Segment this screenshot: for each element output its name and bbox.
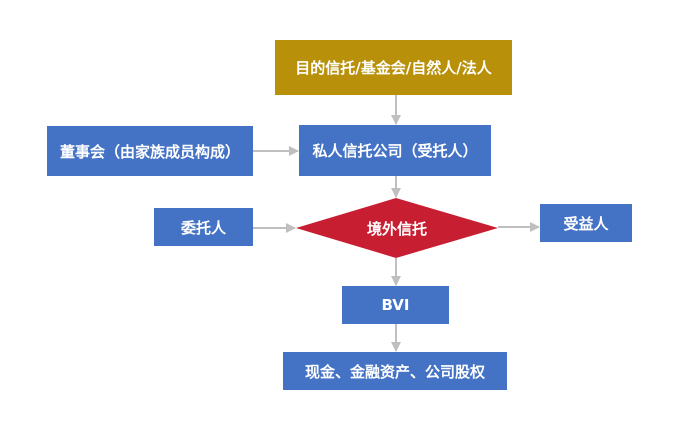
node-board: 董事会（由家族成员构成）	[47, 126, 253, 176]
node-beneficiary: 受益人	[540, 204, 632, 242]
node-private-trust-company: 私人信托公司（受托人）	[299, 125, 491, 176]
node-assets: 现金、金融资产、公司股权	[283, 352, 507, 390]
node-bvi: BVI	[342, 286, 449, 324]
node-settlor: 委托人	[154, 208, 253, 246]
offshore-trust-diamond	[296, 198, 498, 258]
node-offshore-trust-label: 境外信托	[366, 219, 427, 238]
node-purpose-trust: 目的信托/基金会/自然人/法人	[275, 40, 512, 95]
